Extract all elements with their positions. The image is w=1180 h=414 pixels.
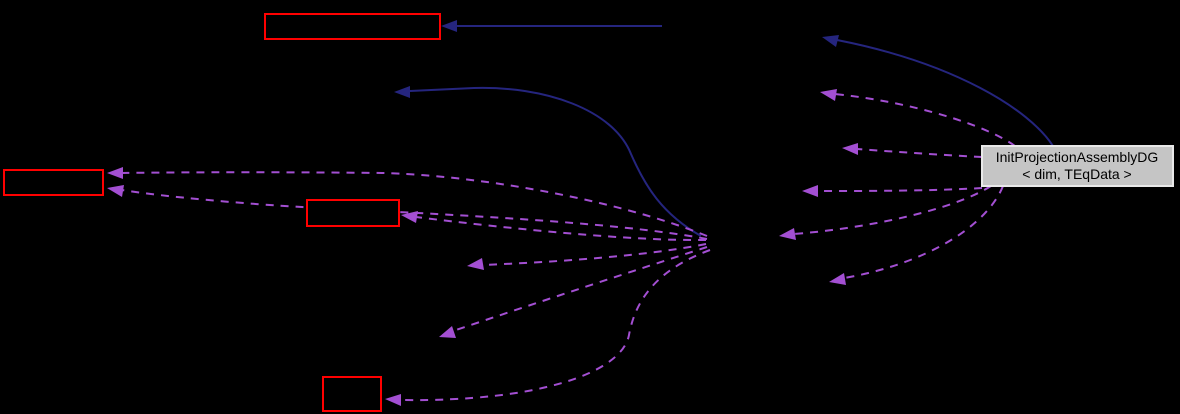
usage-arrowhead-left-1: [107, 167, 123, 179]
usage-arrowhead-left-3: [401, 211, 418, 223]
usage-arrowhead-right-2: [842, 143, 858, 155]
usage-arrowhead-left-5: [439, 326, 456, 338]
inheritance-arrowhead-center-left: [394, 86, 410, 98]
class-node-middle[interactable]: [306, 199, 400, 227]
usage-edge-left-4: [481, 243, 707, 266]
usage-edge-left-2: [121, 189, 708, 240]
usage-edge-left-1: [121, 171, 708, 237]
usage-edge-right-3: [816, 187, 983, 192]
inheritance-arrowhead-right: [822, 35, 839, 47]
usage-edge-right-4: [793, 185, 992, 235]
usage-edge-right-2: [856, 148, 983, 158]
inheritance-arrowhead-top: [441, 20, 457, 32]
inheritance-edge-right: [836, 39, 1054, 147]
node-init-projection-assembly-dg[interactable]: InitProjectionAssemblyDG < dim, TEqData …: [981, 145, 1174, 187]
usage-arrowhead-left-4: [467, 258, 484, 270]
highlight-node-box[interactable]: [981, 145, 1174, 187]
usage-arrowhead-left-2: [107, 185, 124, 197]
highlight-node-label-line1: InitProjectionAssemblyDG: [996, 149, 1159, 165]
usage-arrowhead-right-5: [829, 273, 846, 285]
class-node-left[interactable]: [3, 169, 104, 196]
class-node-top[interactable]: [264, 13, 441, 40]
usage-edge-left-6: [399, 249, 711, 402]
usage-edge-right-5: [843, 185, 1004, 279]
class-node-bottom[interactable]: [322, 376, 382, 412]
usage-edge-left-3: [415, 216, 707, 242]
usage-arrowhead-right-1: [820, 89, 837, 101]
inheritance-edge-center-left: [409, 86, 702, 237]
usage-arrowhead-right-4: [779, 228, 796, 240]
usage-arrowhead-left-6: [385, 394, 401, 406]
highlight-node-label-line2: < dim, TEqData >: [1022, 166, 1131, 182]
usage-arrowhead-right-3: [802, 185, 818, 197]
usage-edge-right-1: [834, 93, 1016, 147]
